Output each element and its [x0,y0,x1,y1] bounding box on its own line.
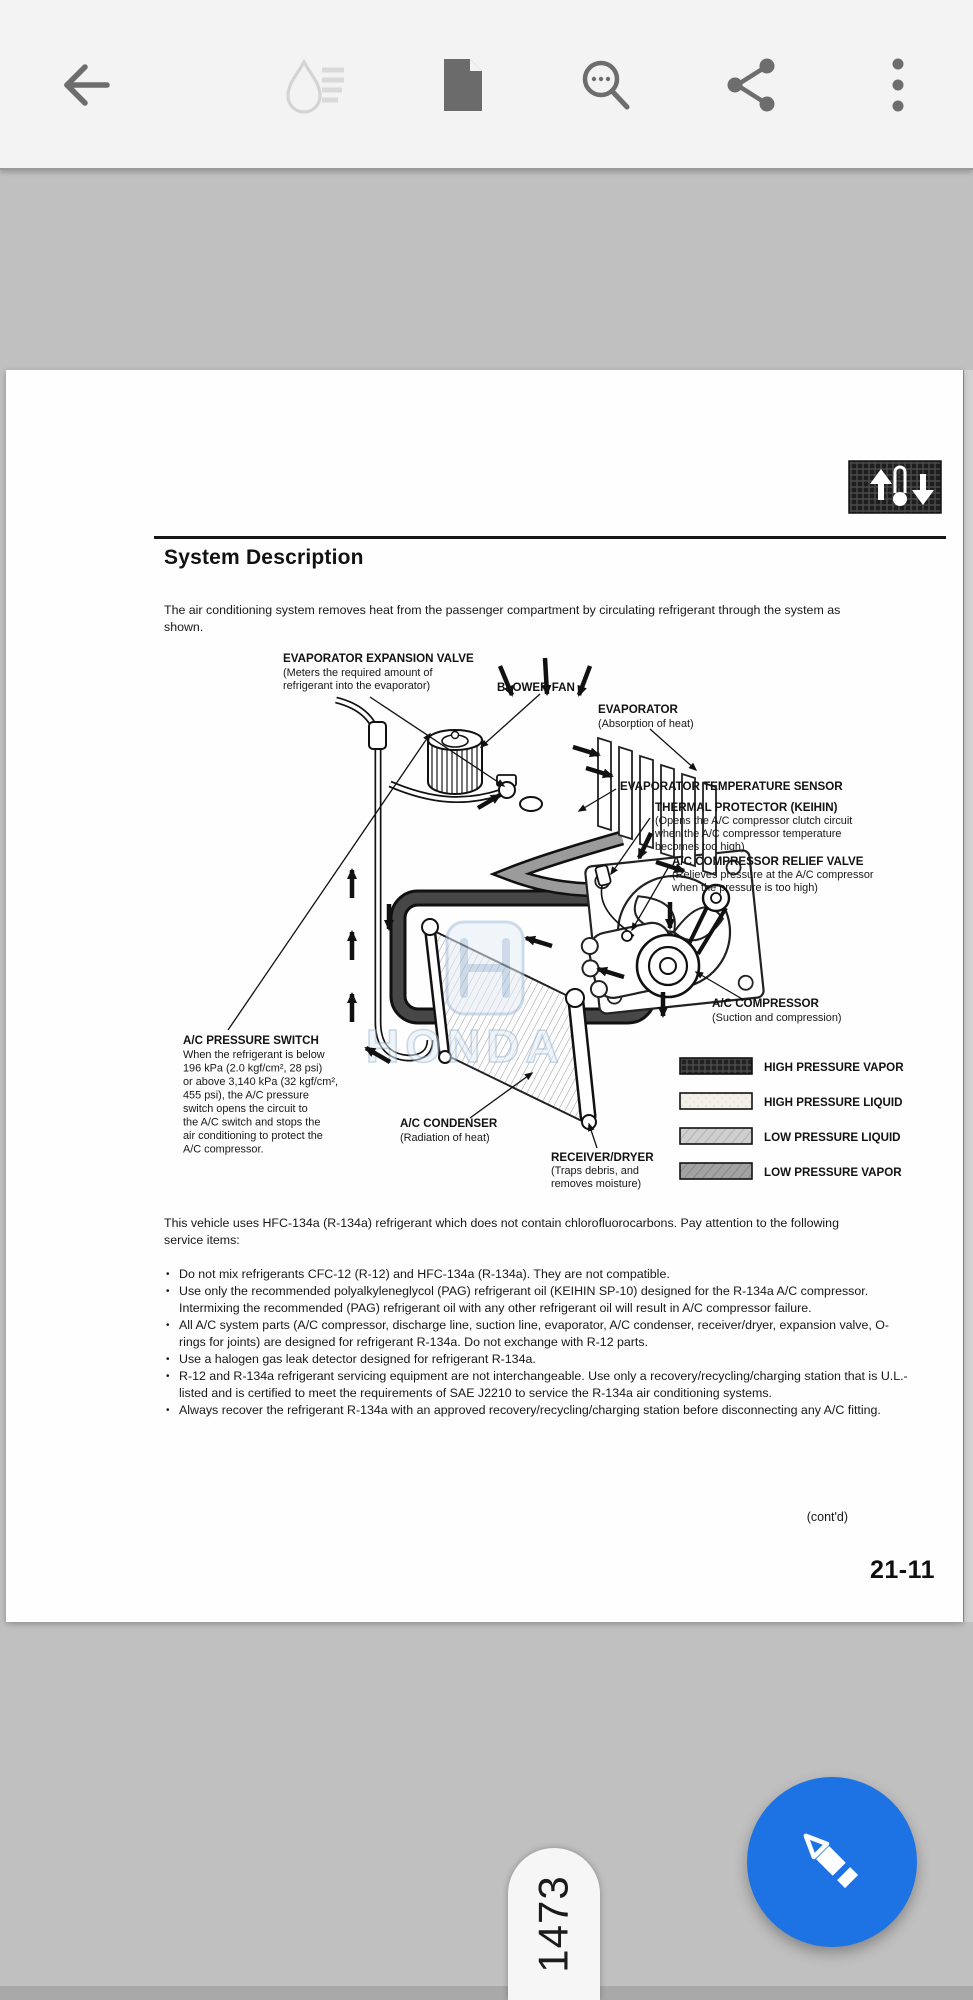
legend-low-pressure-liquid: LOW PRESSURE LIQUID [764,1131,901,1144]
svg-text:switch opens the circuit to: switch opens the circuit to [183,1103,308,1115]
evaporator-part [597,736,717,877]
blower-fan-part [427,729,483,795]
ink-highlight-icon [286,58,344,114]
list-item: Use a halogen gas leak detector designed… [164,1351,912,1368]
share-button[interactable] [712,45,792,125]
label-thermal-protector: THERMAL PROTECTOR (KEIHIN) [655,801,838,814]
diagram-labels: EVAPORATOR EXPANSION VALVE (Meters the r… [183,652,874,1190]
svg-text:refrigerant into the evaporato: refrigerant into the evaporator) [283,680,430,692]
label-blower-fan: BLOWER FAN [497,681,575,694]
overflow-menu-button[interactable] [858,45,938,125]
pdf-page[interactable]: System Description The air conditioning … [6,370,963,1622]
svg-text:removes moisture): removes moisture) [551,1178,641,1190]
label-compressor: A/C COMPRESSOR [712,997,820,1010]
label-evap-temp-sensor: EVAPORATOR TEMPERATURE SENSOR [620,780,843,793]
continued-note: (cont'd) [806,1510,848,1524]
svg-text:When the refrigerant is below: When the refrigerant is below [183,1049,325,1061]
flow-arrows [347,657,686,1064]
label-pressure-switch: A/C PRESSURE SWITCH [183,1034,319,1047]
list-item: All A/C system parts (A/C compressor, di… [164,1317,912,1351]
back-arrow-icon [64,64,110,106]
svg-text:A/C compressor.: A/C compressor. [183,1144,264,1156]
svg-text:air conditioning to protect th: air conditioning to protect the [183,1130,323,1142]
ac-system-diagram: HONDA [183,652,904,1190]
page-edge-gap [963,370,973,1622]
svg-text:(Traps debris, and: (Traps debris, and [551,1165,639,1177]
label-receiver-dryer: RECEIVER/DRYER [551,1151,654,1164]
scrubber-page-number: 1473 [530,1875,577,1973]
list-item: Do not mix refrigerants CFC-12 (R-12) an… [164,1266,912,1283]
service-items-list: Do not mix refrigerants CFC-12 (R-12) an… [164,1266,912,1419]
legend-high-pressure-vapor: HIGH PRESSURE VAPOR [764,1061,904,1074]
service-intro-paragraph: This vehicle uses HFC-134a (R-134a) refr… [164,1216,839,1247]
page-thumbnails-button[interactable] [423,45,503,125]
receiver-dryer [565,988,597,1130]
svg-text:196 kPa (2.0 kgf/cm², 28 psi): 196 kPa (2.0 kgf/cm², 28 psi) [183,1063,322,1075]
edit-annotate-fab[interactable] [747,1777,917,1947]
more-options-icon [892,58,904,112]
label-expansion-valve: EVAPORATOR EXPANSION VALVE [283,652,474,665]
svg-text:(Relieves pressure at the A/C: (Relieves pressure at the A/C compressor [672,869,874,881]
pressure-legend: HIGH PRESSURE VAPOR HIGH PRESSURE LIQUID… [679,1057,904,1180]
top-toolbar [0,0,973,170]
label-relief-valve: A/C COMPRESSOR RELIEF VALVE [672,855,864,868]
honda-watermark: HONDA [365,920,565,1073]
expansion-valve-part [496,774,543,812]
back-button[interactable] [47,45,127,125]
intro-paragraph: The air conditioning system removes heat… [164,603,841,634]
manual-page-number: 21-11 [869,1556,935,1584]
svg-text:or above 3,140 kPa (32 kgf/cm²: or above 3,140 kPa (32 kgf/cm², [183,1076,338,1088]
svg-text:the A/C switch and stops the: the A/C switch and stops the [183,1117,320,1129]
svg-text:when the A/C compressor temper: when the A/C compressor temperature [654,828,841,840]
section-rule [154,536,946,539]
watermark-text: HONDA [366,1020,565,1072]
list-item: Use only the recommended polyalkylenegly… [164,1283,912,1317]
svg-text:455 psi), the A/C pressure: 455 psi), the A/C pressure [183,1090,309,1102]
share-icon [727,58,775,112]
bottom-gesture-area [0,1986,973,2000]
legend-high-pressure-liquid: HIGH PRESSURE LIQUID [764,1096,903,1109]
search-button[interactable] [565,45,645,125]
label-condenser: A/C CONDENSER [400,1117,498,1130]
document-page-icon [444,59,482,111]
label-evaporator: EVAPORATOR [598,703,679,716]
legend-low-pressure-vapor: LOW PRESSURE VAPOR [764,1166,902,1179]
search-in-document-icon [582,60,630,110]
temperature-arrows-icon [848,460,942,514]
svg-text:(Absorption of heat): (Absorption of heat) [598,718,694,730]
svg-text:becomes too high): becomes too high) [655,841,745,853]
leader-lines [227,693,745,1149]
svg-text:(Meters the required amount of: (Meters the required amount of [283,667,433,679]
svg-text:when the pressure is too high): when the pressure is too high) [671,882,818,894]
pencil-icon [803,1833,859,1889]
svg-text:(Suction and compression): (Suction and compression) [712,1012,842,1024]
svg-text:(Opens the A/C compressor clut: (Opens the A/C compressor clutch circuit [655,815,852,827]
svg-text:(Radiation of heat): (Radiation of heat) [400,1132,490,1144]
page-scrubber-thumb[interactable]: 1473 [508,1848,600,2000]
list-item: Always recover the refrigerant R-134a wi… [164,1402,912,1419]
list-item: R-12 and R-134a refrigerant servicing eq… [164,1368,912,1402]
compressor [580,883,731,999]
annotate-button-disabled [278,45,358,125]
page-title: System Description [164,546,364,569]
relief-valve-part [621,930,633,942]
